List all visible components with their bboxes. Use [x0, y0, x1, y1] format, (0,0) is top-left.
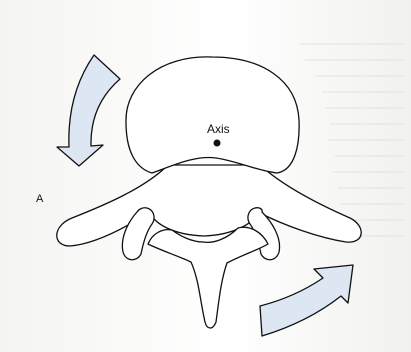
vertebral-body [126, 57, 299, 173]
panel-label: A [36, 194, 43, 205]
axis-point [214, 140, 221, 147]
curved-arrow-up-icon [260, 265, 353, 336]
spinous-process [148, 227, 268, 328]
vertebral-arch [57, 165, 361, 246]
curved-arrow-down-icon [57, 55, 120, 166]
axis-label: Axis [207, 123, 230, 135]
